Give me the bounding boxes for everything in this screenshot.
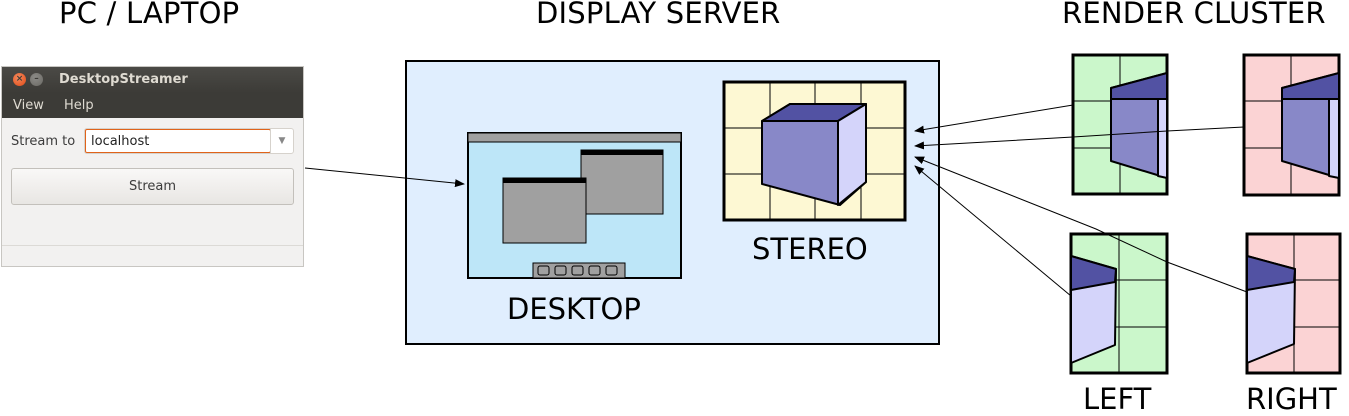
arrow-left-to-stereo [914, 165, 1072, 297]
window-icon [502, 177, 587, 244]
minimize-icon[interactable]: – [30, 73, 43, 86]
render-cluster-heading: RENDER CLUSTER [1062, 0, 1326, 30]
cluster-panel-left [1069, 232, 1169, 375]
close-icon[interactable]: × [13, 73, 26, 86]
cube-icon [1070, 255, 1117, 364]
divider [2, 245, 303, 246]
cube-icon [1246, 255, 1296, 364]
arrow-top-right-to-stereo [914, 126, 1245, 150]
desktop-label: DESKTOP [507, 292, 641, 326]
menu-help[interactable]: Help [64, 98, 94, 113]
title-bar: × – DesktopStreamer [2, 67, 303, 93]
window-title: DesktopStreamer [59, 72, 188, 87]
host-combo[interactable]: ▼ [84, 128, 294, 154]
pc-laptop-heading: PC / LAPTOP [59, 0, 240, 30]
cluster-panel-right [1245, 232, 1342, 375]
stereo-label: STEREO [752, 232, 868, 266]
arrow-top-left-to-stereo [914, 104, 1074, 134]
cube-icon [1281, 72, 1340, 179]
desktop-streamer-window: × – DesktopStreamer View Help Stream to … [1, 66, 304, 267]
menu-bar: View Help [2, 93, 303, 118]
arrow-pc-to-desktop [304, 167, 465, 188]
cluster-panel-top-left [1071, 53, 1169, 196]
stream-button[interactable]: Stream [11, 168, 294, 205]
display-server-heading: DISPLAY SERVER [536, 0, 781, 30]
right-label: RIGHT [1246, 382, 1337, 416]
desktop-monitor [467, 132, 682, 279]
cube-icon [761, 103, 867, 206]
taskbar-dock-icon [532, 262, 626, 279]
cluster-panel-top-right [1242, 53, 1341, 197]
arrow-right-to-stereo [914, 156, 1248, 293]
stream-to-label: Stream to [11, 134, 76, 149]
chevron-down-icon[interactable]: ▼ [270, 129, 293, 153]
stereo-panel [722, 80, 907, 222]
cube-icon [1110, 72, 1168, 179]
window-icon [580, 149, 664, 215]
menu-view[interactable]: View [13, 98, 44, 113]
host-input[interactable] [85, 129, 271, 153]
left-label: LEFT [1083, 382, 1152, 416]
